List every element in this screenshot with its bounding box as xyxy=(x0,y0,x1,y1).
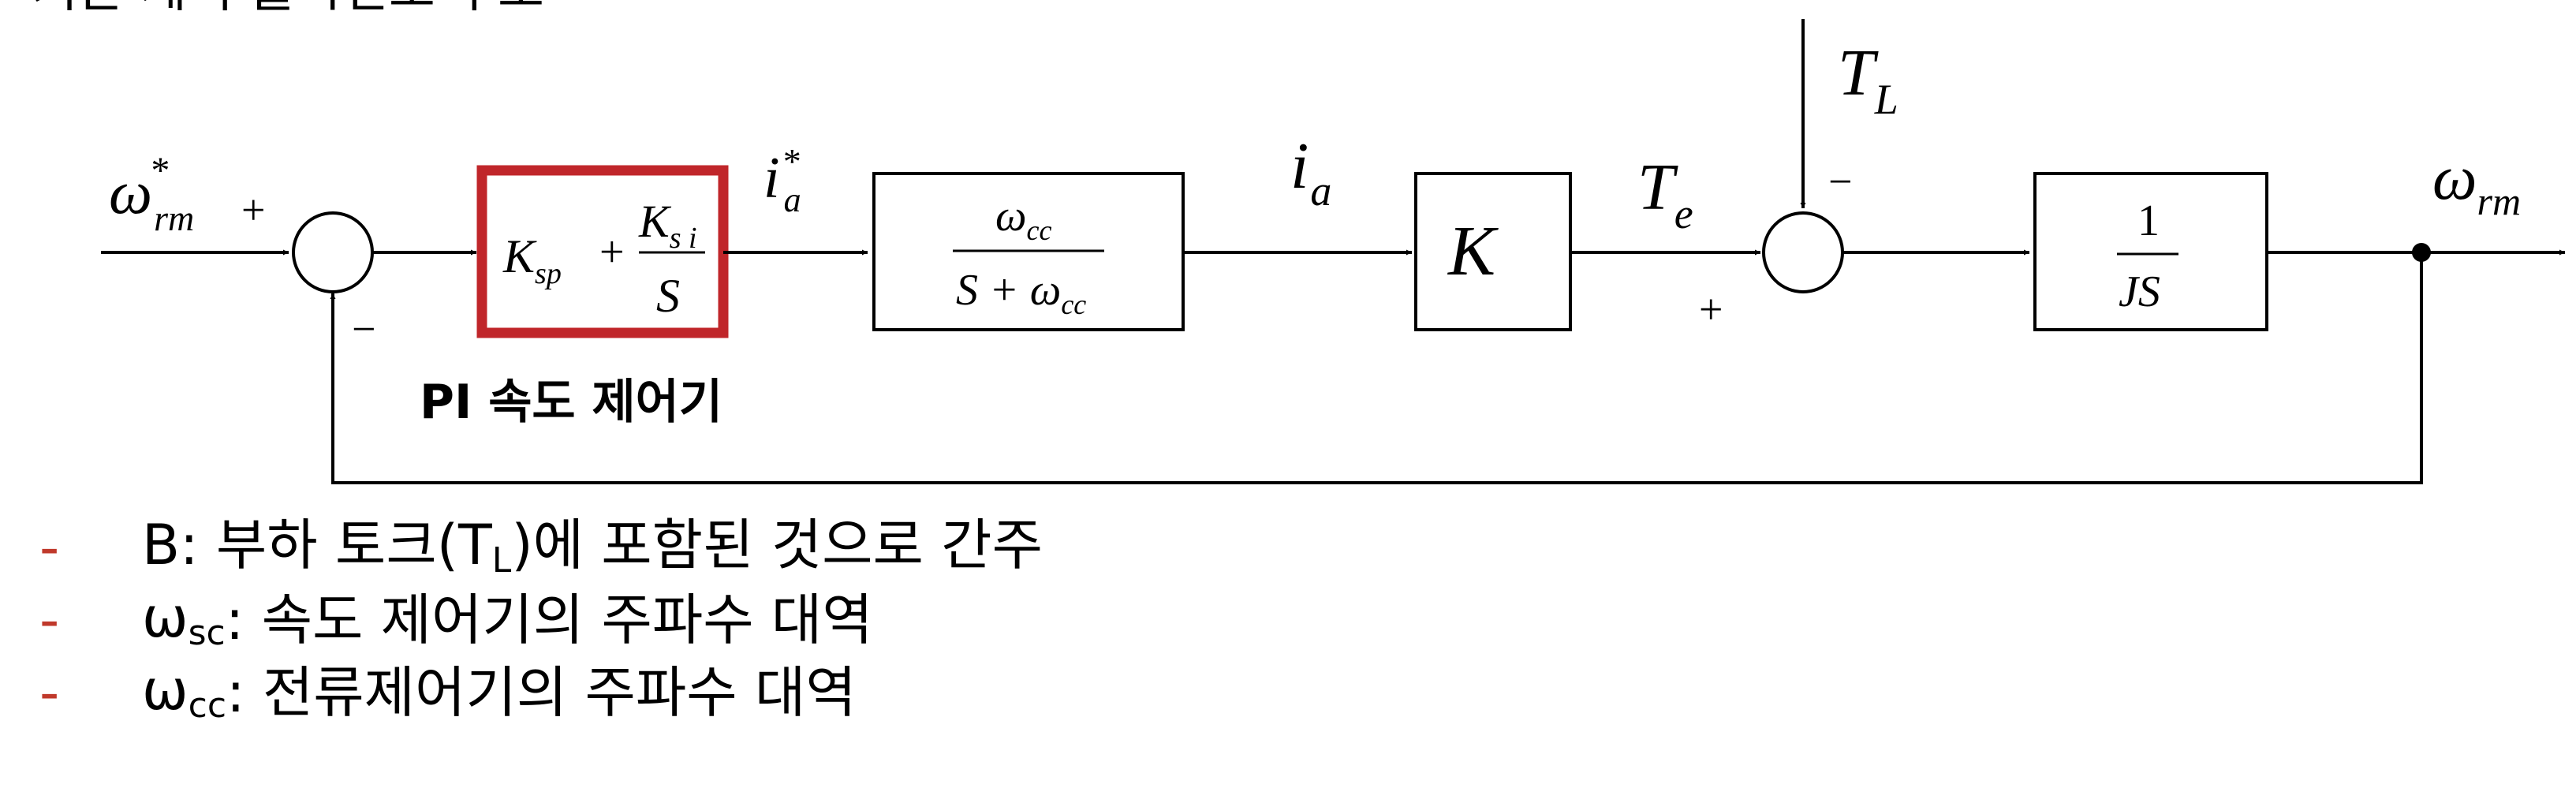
note-text: : 부하 토크(TL)에 포함된 것으로 간주 xyxy=(180,512,1043,581)
summing-junction-1 xyxy=(292,211,374,293)
bullet-dash: - xyxy=(39,660,60,725)
sum1-plus: + xyxy=(241,186,265,233)
note-symbol: ωcc xyxy=(142,657,227,726)
current-signal-label: ia xyxy=(1290,129,1331,215)
note-symbol: B xyxy=(142,512,181,577)
current-block-numerator: ωcc xyxy=(995,192,1052,246)
note-symbol: ωsc xyxy=(142,584,226,653)
top-text-fragment: 기본 제어 블록선도 구조 xyxy=(32,0,544,19)
load-torque-label: TL xyxy=(1838,36,1898,123)
note-item: - ωsc : 속도 제어기의 주파수 대역 xyxy=(39,584,1043,656)
note-item: - B : 부하 토크(TL)에 포함된 것으로 간주 xyxy=(39,511,1043,584)
mech-denominator: JS xyxy=(2119,267,2160,316)
sum2-minus: − xyxy=(1828,158,1852,205)
feedback-line xyxy=(330,252,2423,484)
pi-caption: PI 속도 제어기 xyxy=(420,375,722,430)
bullet-dash: - xyxy=(39,515,60,580)
torque-signal-label: Te xyxy=(1637,151,1693,237)
mech-numerator: 1 xyxy=(2137,196,2160,245)
current-block-denominator: S + ωcc xyxy=(956,266,1086,320)
pi-plus: + xyxy=(599,228,625,277)
gain-label: K xyxy=(1447,212,1499,290)
input-signal-label: ω*rm xyxy=(109,150,194,238)
pi-term1: Ksp xyxy=(502,230,562,290)
pi-numerator: Ks i xyxy=(638,196,697,255)
note-text: : 속도 제어기의 주파수 대역 xyxy=(225,588,873,652)
pi-denominator: S xyxy=(656,270,680,322)
gain-block xyxy=(1414,172,1572,331)
note-text: : 전류제어기의 주파수 대역 xyxy=(226,660,857,725)
notes-list: - B : 부하 토크(TL)에 포함된 것으로 간주 - ωsc : 속도 제… xyxy=(39,511,1043,729)
summing-junction-2 xyxy=(1762,211,1844,293)
output-signal-label: ωrm xyxy=(2432,144,2521,223)
note-item: - ωcc : 전류제어기의 주파수 대역 xyxy=(39,656,1043,729)
sum2-plus: + xyxy=(1699,286,1723,333)
bullet-dash: - xyxy=(39,588,60,652)
sum1-minus: − xyxy=(352,305,375,353)
current-ref-label: i*a xyxy=(763,141,801,219)
